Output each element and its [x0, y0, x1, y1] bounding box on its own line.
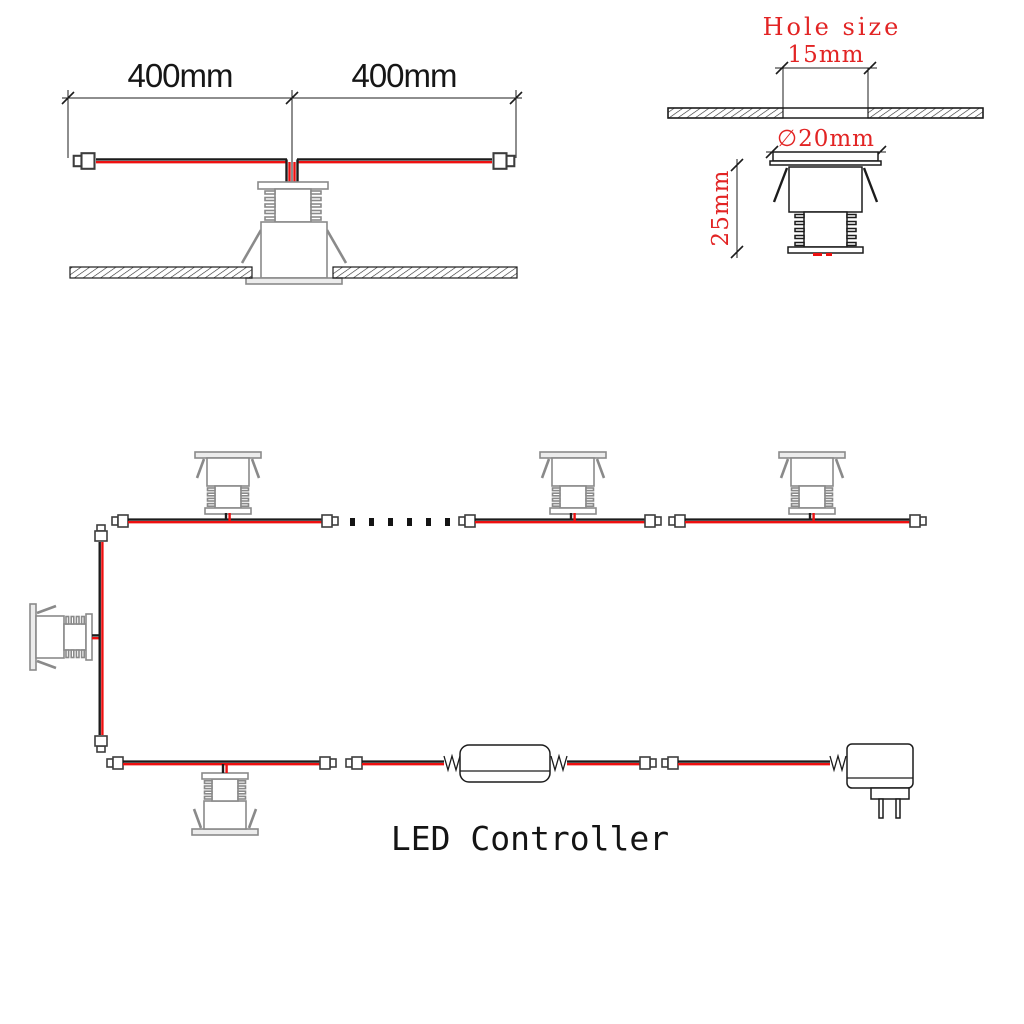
wire-connector [909, 514, 927, 528]
branch-left [28, 524, 108, 753]
wiring-diagram: LED Controller [28, 450, 927, 858]
wire-stub [813, 253, 822, 256]
wire-connector [111, 514, 129, 528]
plug-prong [895, 798, 901, 819]
flange-diameter-label: ∅20mm [777, 126, 875, 152]
led-fixture [777, 450, 847, 516]
wire-right [293, 152, 516, 183]
hole-size-title: Hole size [763, 13, 902, 41]
wire-connector [639, 756, 657, 770]
heatsink-fins [264, 188, 322, 223]
wire-connector [668, 514, 686, 528]
heatsink-fins [794, 211, 857, 248]
fixture-body [788, 166, 863, 213]
led-fixture [193, 450, 263, 516]
power-adapter [846, 743, 914, 819]
heatsink-cap [787, 246, 864, 254]
led-fixture [538, 450, 608, 516]
spring-clip [862, 167, 879, 203]
ceiling-panel [69, 266, 518, 279]
hole-size-diagram: Hole size 15mm ∅20mm 25mm [667, 13, 984, 259]
wire-connector [321, 514, 339, 528]
wire-connector [319, 756, 337, 770]
wire-connector [458, 514, 476, 528]
led-fixture [190, 771, 260, 837]
continuation-dots [350, 518, 450, 526]
adapter-base [870, 787, 910, 800]
dimension-label-left: 400mm [127, 57, 232, 94]
controller-label: LED Controller [391, 819, 669, 858]
dimension-label-right: 400mm [351, 57, 456, 94]
wire-connector [345, 756, 363, 770]
height-dimension: 25mm [708, 158, 744, 259]
wire-connector [492, 152, 516, 170]
wire-left [72, 152, 291, 183]
hole-width-label: 15mm [788, 42, 865, 68]
trim-flange [772, 151, 879, 162]
wire-connector [644, 514, 662, 528]
led-fixture-profile [769, 151, 882, 256]
spring-clip [325, 229, 348, 264]
panel-with-hole [667, 107, 984, 119]
power-segment [661, 743, 914, 819]
flange-plate [769, 160, 882, 166]
led-fixture-cross-section [240, 181, 348, 285]
trim-flange [245, 277, 343, 285]
wire-stub [826, 253, 832, 256]
dimension-line [61, 90, 523, 183]
hole-width-dimension [775, 61, 877, 108]
adapter-body [846, 743, 914, 789]
wire-connector [94, 524, 108, 542]
led-fixture [28, 602, 94, 672]
wire-connector [72, 152, 96, 170]
strain-relief-spring [550, 755, 568, 771]
spring-clip [240, 229, 263, 264]
spacing-diagram: 400mm 400mm [61, 57, 523, 285]
chain-row-top [111, 450, 927, 528]
chain-row-bottom [106, 743, 914, 837]
spring-clip [772, 167, 789, 203]
fixture-height-label: 25mm [708, 170, 734, 247]
strain-relief-spring [829, 755, 847, 771]
led-controller-box [459, 744, 551, 783]
wire-connector [106, 756, 124, 770]
plug-prong [878, 798, 884, 819]
wire-connector [661, 756, 679, 770]
controller-segment [345, 744, 657, 783]
fixture-body [260, 221, 328, 279]
wire-connector [94, 735, 108, 753]
strain-relief-spring [443, 755, 461, 771]
heatsink-cap [257, 181, 329, 190]
